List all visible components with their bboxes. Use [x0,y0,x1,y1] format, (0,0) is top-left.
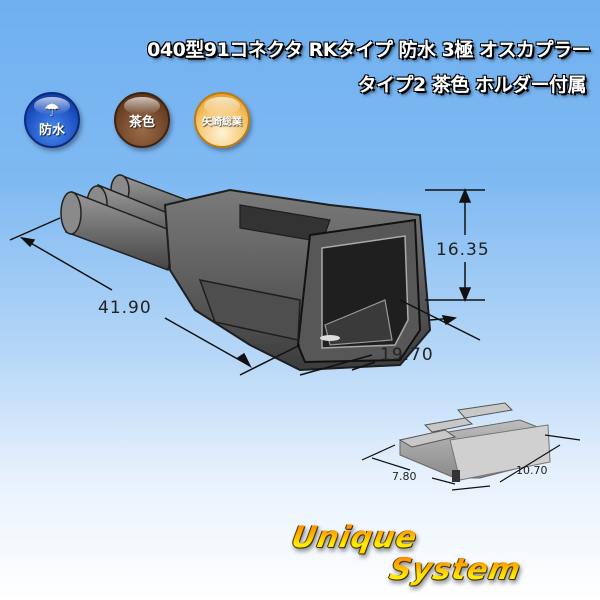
color-badge-label: 茶色 [128,114,155,130]
waterproof-badge-label: 防水 [38,122,65,138]
umbrella-icon: ☂ [43,99,61,121]
dimension-holder-depth: 10.70 [516,464,548,477]
waterproof-badge: ☂ 防水 [24,92,80,148]
dimension-width: 19.70 [380,345,434,365]
dimension-height: 16.35 [436,240,490,260]
wire-tubes [60,173,201,272]
logo-unique: Unique [288,520,421,555]
color-brown-badge: 茶色 [114,92,170,148]
dimension-length: 41.90 [98,298,152,318]
dimension-holder-width: 7.80 [392,470,417,483]
holder-drawing [361,402,581,491]
manufacturer-badge-label: 矢崎総業 [202,116,242,128]
product-title-line-2: タイプ2 茶色 ホルダー付属 [357,74,587,96]
product-title-line-1: 040型91コネクタ RKタイプ 防水 3極 オスカプラー [147,39,590,61]
dimension-lines [9,188,485,376]
logo-system: System [386,552,525,587]
connector-body [163,188,432,372]
manufacturer-badge: 矢崎総業 [194,92,250,148]
